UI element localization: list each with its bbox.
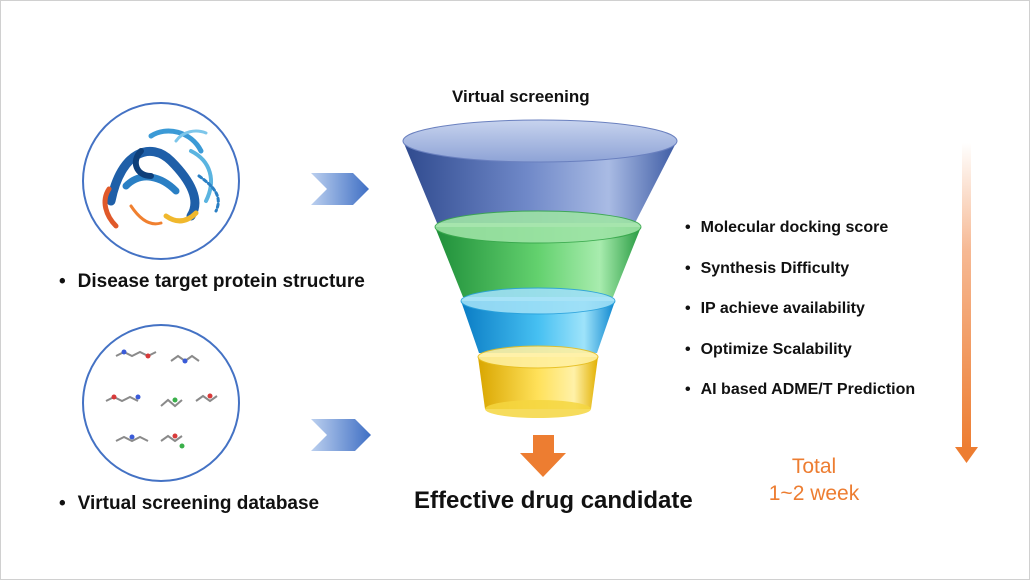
- funnel-stage-4: [477, 345, 599, 418]
- criteria-text: Molecular docking score: [700, 219, 889, 236]
- criteria-item: • Molecular docking score: [685, 219, 915, 260]
- chevron-right-icon: [311, 419, 371, 451]
- bullet: •: [685, 340, 691, 358]
- screening-database-text: Virtual screening database: [77, 493, 320, 514]
- total-label: Total: [791, 455, 837, 478]
- criteria-text: Optimize Scalability: [700, 340, 852, 358]
- criteria-item: • AI based ADME/T Prediction: [685, 381, 915, 422]
- funnel-stage-2: [434, 210, 642, 297]
- criteria-item: • Synthesis Difficulty: [685, 260, 915, 301]
- funnel-stage-3: [460, 287, 616, 353]
- criteria-text: IP achieve availability: [700, 300, 865, 317]
- bullet: •: [59, 271, 66, 292]
- screening-criteria-list: • Molecular docking score • Synthesis Diff…: [685, 219, 915, 422]
- protein-structure-image: [82, 102, 240, 260]
- screening-funnel: [402, 119, 678, 418]
- timeline-arrow: [955, 143, 978, 463]
- funnel-stage-1: [402, 119, 678, 223]
- chevron-right-icon: [311, 173, 369, 205]
- protein-structure-text: Disease target protein structure: [77, 271, 365, 292]
- bullet: •: [59, 493, 66, 514]
- protein-structure-label: • Disease target protein structure: [59, 271, 365, 293]
- criteria-item: • Optimize Scalability: [685, 341, 915, 382]
- bullet: •: [685, 219, 691, 236]
- arrow-down-icon: [520, 435, 566, 477]
- bullet: •: [685, 259, 691, 277]
- criteria-text: Synthesis Difficulty: [700, 259, 850, 277]
- duration-value: 1~2 week: [768, 482, 860, 505]
- total-duration: Total 1~2 week: [749, 453, 879, 507]
- screening-database-label: • Virtual screening database: [59, 493, 319, 515]
- criteria-item: • IP achieve availability: [685, 300, 915, 341]
- result-label: Effective drug candidate: [414, 487, 693, 514]
- criteria-text: AI based ADME/T Prediction: [700, 381, 916, 398]
- bullet: •: [685, 381, 691, 398]
- bullet: •: [685, 300, 691, 317]
- funnel-title: Virtual screening: [452, 87, 590, 106]
- compound-database-image: [82, 324, 240, 482]
